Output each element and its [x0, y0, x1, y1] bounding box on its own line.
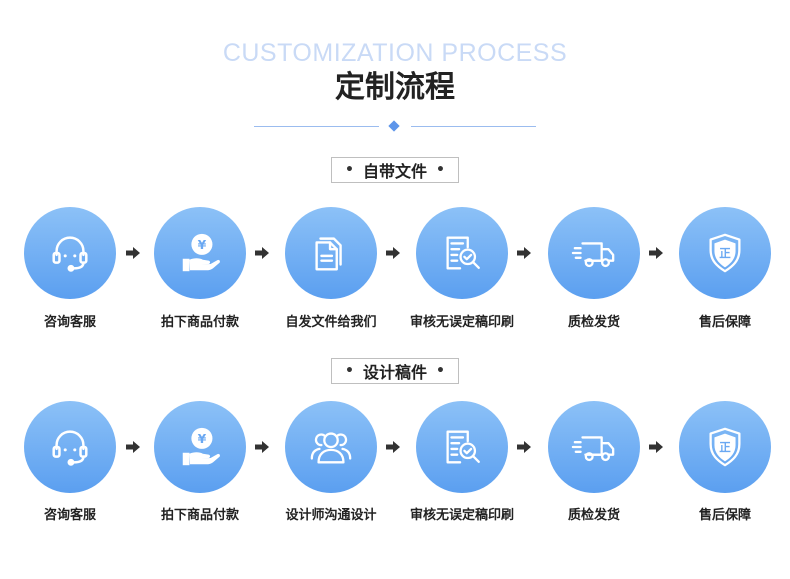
section-label-text: 设计稿件 [362, 363, 427, 382]
step-circle [24, 207, 116, 299]
step-circle [416, 401, 508, 493]
step-circle [416, 207, 508, 299]
step-label: 审核无误定稿印刷 [409, 315, 514, 330]
step-circle: ¥ [154, 207, 246, 299]
step-circle [285, 207, 377, 299]
bullet-dot: • [345, 363, 354, 379]
arrow-right-icon [517, 247, 531, 259]
payment-hand-icon: ¥ [177, 424, 223, 470]
step-circle [548, 207, 640, 299]
payment-hand-icon: ¥ [177, 230, 223, 276]
step-label: 拍下商品付款 [160, 508, 239, 523]
arrow-right-icon [386, 441, 400, 453]
step-label: 审核无误定稿印刷 [409, 508, 514, 523]
bullet-dot: • [345, 162, 354, 178]
arrow-right-icon [649, 247, 663, 259]
arrow-right-icon [386, 247, 400, 259]
svg-text:正: 正 [719, 440, 731, 454]
delivery-truck-icon [571, 424, 617, 470]
step-circle: ¥ [154, 401, 246, 493]
document-files-icon [308, 230, 354, 276]
shield-guarantee-icon: 正 [702, 230, 748, 276]
shield-guarantee-icon: 正 [702, 424, 748, 470]
title-divider [254, 120, 536, 132]
step-circle: 正 [679, 401, 771, 493]
arrow-right-icon [517, 441, 531, 453]
step-circle [548, 401, 640, 493]
headset-icon [47, 230, 93, 276]
step-circle: 正 [679, 207, 771, 299]
svg-text:¥: ¥ [198, 431, 207, 446]
step-label: 质检发货 [567, 315, 620, 330]
section-label-text: 自带文件 [362, 162, 427, 181]
designer-team-icon [308, 424, 354, 470]
divider-line-left [254, 126, 379, 127]
step-circle [285, 401, 377, 493]
section-label-design: • 设计稿件 • [331, 358, 459, 384]
bullet-dot: • [436, 363, 445, 379]
step-label: 拍下商品付款 [160, 315, 239, 330]
step-label: 设计师沟通设计 [285, 508, 377, 523]
document-review-icon [439, 230, 485, 276]
page-title: 定制流程 [335, 70, 455, 105]
section-label-own-files: • 自带文件 • [331, 157, 459, 183]
diamond-icon [388, 120, 400, 132]
step-label: 咨询客服 [43, 315, 96, 330]
arrow-right-icon [255, 247, 269, 259]
arrow-right-icon [255, 441, 269, 453]
step-label: 自发文件给我们 [285, 315, 377, 330]
bullet-dot: • [436, 162, 445, 178]
page-header: CUSTOMIZATION PROCESS 定制流程 [0, 38, 790, 106]
step-label: 售后保障 [698, 315, 751, 330]
step-label: 售后保障 [698, 508, 751, 523]
svg-text:¥: ¥ [198, 237, 207, 252]
document-review-icon [439, 424, 485, 470]
arrow-right-icon [649, 441, 663, 453]
divider-line-right [411, 126, 536, 127]
arrow-right-icon [126, 247, 140, 259]
svg-text:正: 正 [719, 246, 731, 260]
step-circle [24, 401, 116, 493]
step-label: 咨询客服 [43, 508, 96, 523]
english-title: CUSTOMIZATION PROCESS [222, 39, 568, 67]
step-label: 质检发货 [567, 508, 620, 523]
arrow-right-icon [126, 441, 140, 453]
headset-icon [47, 424, 93, 470]
delivery-truck-icon [571, 230, 617, 276]
